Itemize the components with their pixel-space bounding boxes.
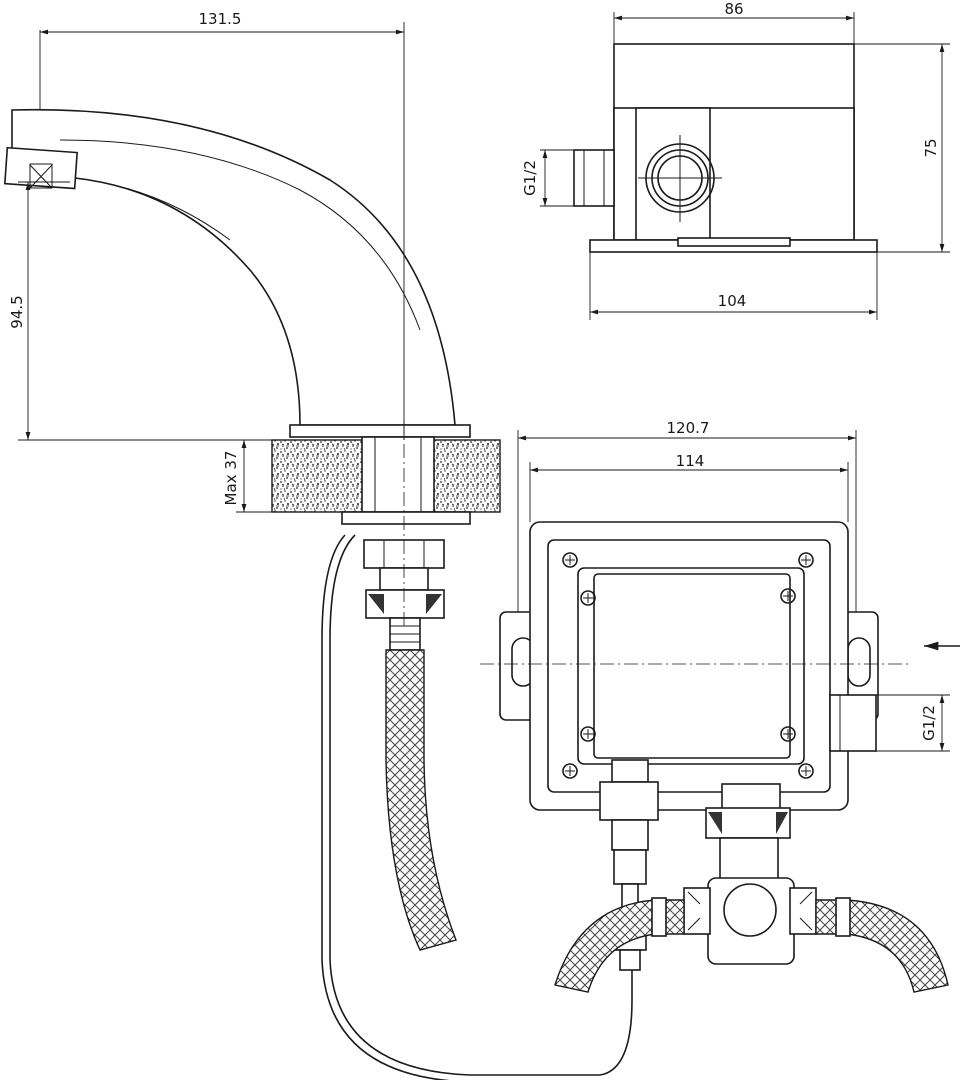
label-deck-thickness: Max 37 [222,451,240,506]
control-box [480,521,949,993]
label-box-inlet-thread: G1/2 [521,160,539,196]
label-spout-width: 131.5 [199,10,242,28]
dim-spout-height: 94.5 [8,181,290,441]
label-control-inlet-thread: G1/2 [920,705,938,741]
sensor-box [573,43,878,253]
dim-deck-thickness: Max 37 [222,439,272,513]
spout-nut-hose [321,534,633,1080]
dim-box-height: 75 [854,43,950,253]
dim-control-inner-width: 114 [529,452,849,522]
label-control-outer-width: 120.7 [667,419,710,437]
label-box-top-width: 86 [724,0,743,18]
label-box-height: 75 [922,138,940,157]
dim-box-top-width: 86 [613,0,855,44]
spout [3,108,471,438]
dim-spout-width: 131.5 [39,10,405,440]
dim-box-base-width: 104 [589,252,878,320]
label-spout-height: 94.5 [8,295,26,328]
dim-box-inlet-thread: G1/2 [521,149,574,207]
screws [562,552,814,779]
deck-section [271,436,501,525]
label-box-base-width: 104 [718,292,747,310]
label-control-inner-width: 114 [676,452,705,470]
dim-control-inlet-thread: G1/2 [876,694,950,752]
dim-control-outer-width: 120.7 [517,419,857,612]
